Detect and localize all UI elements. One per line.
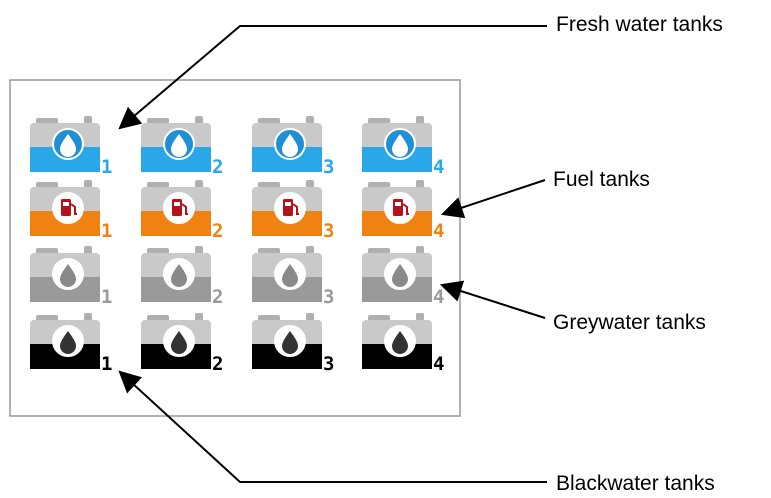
black-tank-number: 1 xyxy=(101,353,112,375)
black-tank-number: 3 xyxy=(323,353,334,375)
water-drop-icon xyxy=(171,264,187,287)
grey-tank-number: 1 xyxy=(101,286,112,308)
fuel-tank-number: 4 xyxy=(433,220,444,242)
water-drop-icon xyxy=(60,264,76,287)
black-tank-4-icon: 4 xyxy=(362,313,444,375)
fuel-tank-2-icon: 2 xyxy=(141,180,223,242)
fuel-tanks-label: Fuel tanks xyxy=(553,168,650,191)
fuel-pump-icon xyxy=(393,199,403,216)
fuel-tank-1-icon: 1 xyxy=(30,180,112,242)
fresh-tank-2-icon: 2 xyxy=(141,116,223,178)
fuel-tank-3-icon: 3 xyxy=(252,180,334,242)
fresh-tank-4-icon: 4 xyxy=(362,116,444,178)
fresh-tank-number: 2 xyxy=(212,156,223,178)
fresh-tank-number: 1 xyxy=(101,156,112,178)
fuel-tank-number: 1 xyxy=(101,220,112,242)
tank-grid: 1 2 3 4 1 2 3 4 1 2 3 4 1 2 3 4 xyxy=(30,116,444,375)
water-drop-icon xyxy=(171,331,187,354)
water-drop-icon xyxy=(171,134,187,157)
fuel-tank-4-icon: 4 xyxy=(362,180,444,242)
fresh-tank-number: 3 xyxy=(323,156,334,178)
water-drop-icon xyxy=(60,134,76,157)
fresh-tank-number: 4 xyxy=(433,156,444,178)
water-drop-icon xyxy=(282,331,298,354)
greywater-tanks-label: Greywater tanks xyxy=(553,311,706,334)
water-drop-icon xyxy=(392,134,408,157)
grey-tank-2-icon: 2 xyxy=(141,246,223,308)
water-drop-icon xyxy=(282,264,298,287)
fresh-water-tanks-label: Fresh water tanks xyxy=(556,13,723,36)
water-drop-icon xyxy=(392,331,408,354)
greywater-callout-line xyxy=(439,280,546,319)
fuel-pump-icon xyxy=(172,199,182,216)
black-tank-2-icon: 2 xyxy=(141,313,223,375)
grey-tank-number: 2 xyxy=(212,286,223,308)
fuel-tank-number: 2 xyxy=(212,220,223,242)
black-tank-number: 2 xyxy=(212,353,223,375)
grey-tank-4-icon: 4 xyxy=(362,246,444,308)
black-tank-3-icon: 3 xyxy=(252,313,334,375)
blackwater-callout-line xyxy=(118,370,547,483)
water-drop-icon xyxy=(60,331,76,354)
black-tank-number: 4 xyxy=(433,353,444,375)
grey-tank-number: 3 xyxy=(323,286,334,308)
fuel-pump-icon xyxy=(61,199,71,216)
fuel-callout-line xyxy=(440,179,546,219)
grey-tank-3-icon: 3 xyxy=(252,246,334,308)
black-tank-1-icon: 1 xyxy=(30,313,112,375)
fresh-water-callout-line xyxy=(118,25,547,130)
fresh-tank-1-icon: 1 xyxy=(30,116,112,178)
grey-tank-1-icon: 1 xyxy=(30,246,112,308)
blackwater-tanks-label: Blackwater tanks xyxy=(556,472,715,495)
water-drop-icon xyxy=(282,134,298,157)
grey-tank-number: 4 xyxy=(433,286,444,308)
water-drop-icon xyxy=(392,264,408,287)
fresh-tank-3-icon: 3 xyxy=(252,116,334,178)
fuel-tank-number: 3 xyxy=(323,220,334,242)
fuel-pump-icon xyxy=(283,199,293,216)
